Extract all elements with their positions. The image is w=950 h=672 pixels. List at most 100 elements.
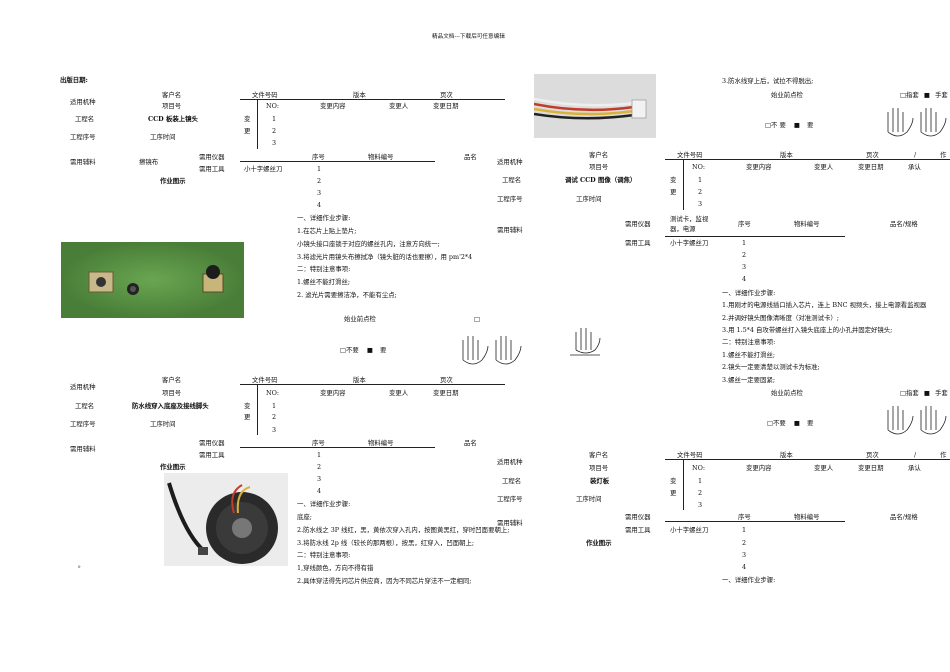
item-no-label: 项目号 bbox=[162, 102, 182, 110]
work-diagram-label: 作业图示 bbox=[160, 177, 186, 185]
version-label: 版本 bbox=[780, 151, 793, 159]
part-name-label: 品名 bbox=[464, 153, 477, 161]
machine-label: 适用机种 bbox=[497, 458, 523, 466]
changer-label: 变更人 bbox=[389, 389, 409, 397]
materials-label: 需用辅料 bbox=[70, 445, 96, 453]
checkbox-icon: □ bbox=[767, 419, 774, 427]
project-name: 防水线穿入底座及接线脚头 bbox=[132, 402, 209, 410]
part-row-2: 2 bbox=[317, 463, 322, 471]
version-label: 版本 bbox=[780, 451, 793, 459]
workseq-label: 工序时间 bbox=[576, 195, 602, 203]
filled-square-icon: ■ bbox=[923, 389, 930, 397]
step-2: 小镜头接口座锁于对应的螺丝孔内，注意方向统一; bbox=[297, 240, 440, 248]
page-label: 页次 bbox=[440, 376, 453, 384]
finger-check-label: 始业前点检 bbox=[344, 315, 376, 323]
step-2: 2.并调好镜头图像清晰度（对准测试卡）; bbox=[722, 314, 839, 322]
steps-title: 一、详细作业步骤: bbox=[722, 289, 776, 297]
part-row-3: 3 bbox=[317, 475, 322, 483]
project-name: 装灯板 bbox=[590, 477, 610, 485]
hand-tool-icon bbox=[570, 328, 601, 356]
no-label: NO: bbox=[692, 163, 705, 171]
change-row-2: 2 bbox=[698, 489, 703, 497]
part-row-4: 4 bbox=[317, 201, 322, 209]
change-mark-a: 变 bbox=[244, 115, 251, 123]
part-row-3: 3 bbox=[742, 263, 747, 271]
change-content-label: 变更内容 bbox=[746, 464, 772, 472]
part-row-2: 2 bbox=[742, 539, 747, 547]
note-2: 2. 滤光片需要擦洁净，不能有尘点; bbox=[297, 291, 397, 299]
notes-title: 二：特别注意事项: bbox=[722, 338, 776, 346]
change-content-label: 变更内容 bbox=[320, 102, 346, 110]
aux-material: 擦镜布 bbox=[139, 158, 159, 166]
tool-label: 需用工具 bbox=[199, 165, 225, 173]
changer-label: 变更人 bbox=[814, 464, 834, 472]
confirm-label: 承认 bbox=[908, 163, 921, 171]
part-name-spec-label: 品名/规格 bbox=[890, 220, 918, 228]
part-row-4: 4 bbox=[742, 275, 747, 283]
note-1: 1,穿线颜色，方向不得有错 bbox=[297, 564, 374, 572]
change-row-3: 3 bbox=[272, 139, 277, 147]
finger-check-label: 始业前点检 bbox=[771, 91, 803, 99]
tool-label: 需用工具 bbox=[199, 451, 225, 459]
finger-glove-option: □指套 ■ 手套 bbox=[900, 389, 948, 397]
author-label: 作 bbox=[940, 451, 947, 459]
materials-label: 需用辅料 bbox=[497, 519, 523, 527]
version-label: 版本 bbox=[353, 376, 366, 384]
change-row-3: 3 bbox=[698, 200, 703, 208]
tool-label: 需用工具 bbox=[625, 239, 651, 247]
part-row-3: 3 bbox=[742, 551, 747, 559]
part-row-1: 1 bbox=[317, 451, 322, 459]
doc-no-label: 文件号码 bbox=[677, 451, 703, 459]
change-content-label: 变更内容 bbox=[320, 389, 346, 397]
project-label: 工程名 bbox=[502, 176, 522, 184]
seq-no-label: 序号 bbox=[312, 153, 325, 161]
instrument-value: 测试卡，监视器，电源 bbox=[670, 215, 709, 233]
change-date-label: 变更日期 bbox=[433, 389, 459, 397]
notes-title: 二：特别注意事项: bbox=[297, 551, 351, 559]
materials-label: 需用辅料 bbox=[497, 226, 523, 234]
customer-label: 客户名 bbox=[589, 451, 609, 459]
note-2: 2.具体穿法得先问芯片供应商，因为不同芯片穿法不一定相同; bbox=[297, 577, 472, 585]
work-diagram-label: 作业图示 bbox=[586, 539, 612, 547]
seq-no-label: 序号 bbox=[738, 513, 751, 521]
change-row-2: 2 bbox=[272, 413, 277, 421]
no-label: NO: bbox=[266, 389, 279, 397]
item-no-label: 项目号 bbox=[589, 464, 609, 472]
seq-label: 工程序号 bbox=[70, 133, 96, 141]
step-2: 2.防水线之 3P 线红，黑，黄依次穿入孔内，按图黄黑红，穿时凹面要朝上; bbox=[297, 526, 510, 534]
step-3: 3.将防水线 2p 线（较长的那两根），按黑，红穿入，凹面朝上; bbox=[297, 539, 475, 547]
filled-square-icon: ■ bbox=[923, 91, 930, 99]
wire-photo bbox=[534, 74, 656, 138]
part-row-1: 1 bbox=[317, 165, 322, 173]
changer-label: 变更人 bbox=[814, 163, 834, 171]
note-3: 3.螺丝一定要固紧; bbox=[722, 376, 775, 384]
tool-value: 小十字螺丝刀 bbox=[670, 239, 709, 247]
materials-label: 需用辅料 bbox=[70, 158, 96, 166]
workseq-label: 工序时间 bbox=[150, 133, 176, 141]
change-row-1: 1 bbox=[698, 176, 703, 184]
instrument-label: 需用仪器 bbox=[199, 439, 225, 447]
seq-label: 工程序号 bbox=[70, 420, 96, 428]
step-3: 3.将滤光片用镜头布擦拭净（镜头脏的话也要擦），用 pm'2*4 bbox=[297, 253, 473, 261]
part-no-label: 物料编号 bbox=[794, 513, 820, 521]
customer-label: 客户名 bbox=[162, 91, 182, 99]
checkbox-icon: □ bbox=[340, 346, 347, 354]
change-mark-a: 变 bbox=[670, 176, 677, 184]
finger-check-label: 始业前点检 bbox=[771, 389, 803, 397]
page-header: 精品文档---下载后可任意编辑 bbox=[432, 34, 505, 40]
hands-icon bbox=[887, 406, 947, 435]
project-name: CCD 板装上镜头 bbox=[148, 115, 198, 123]
project-label: 工程名 bbox=[502, 477, 522, 485]
slash-label: / bbox=[914, 151, 917, 159]
change-row-1: 1 bbox=[272, 115, 277, 123]
workseq-label: 工序时间 bbox=[150, 420, 176, 428]
part-no-label: 物料编号 bbox=[368, 439, 394, 447]
doc-no-label: 文件号码 bbox=[252, 376, 278, 384]
steps-title: 一、详细作业步骤: bbox=[722, 576, 776, 584]
machine-label: 适用机种 bbox=[70, 383, 96, 391]
doc-no-label: 文件号码 bbox=[677, 151, 703, 159]
part-row-1: 1 bbox=[742, 526, 747, 534]
no-label: NO: bbox=[266, 102, 279, 110]
instrument-label: 需用仪器 bbox=[625, 220, 651, 228]
hands-icon bbox=[887, 108, 947, 137]
